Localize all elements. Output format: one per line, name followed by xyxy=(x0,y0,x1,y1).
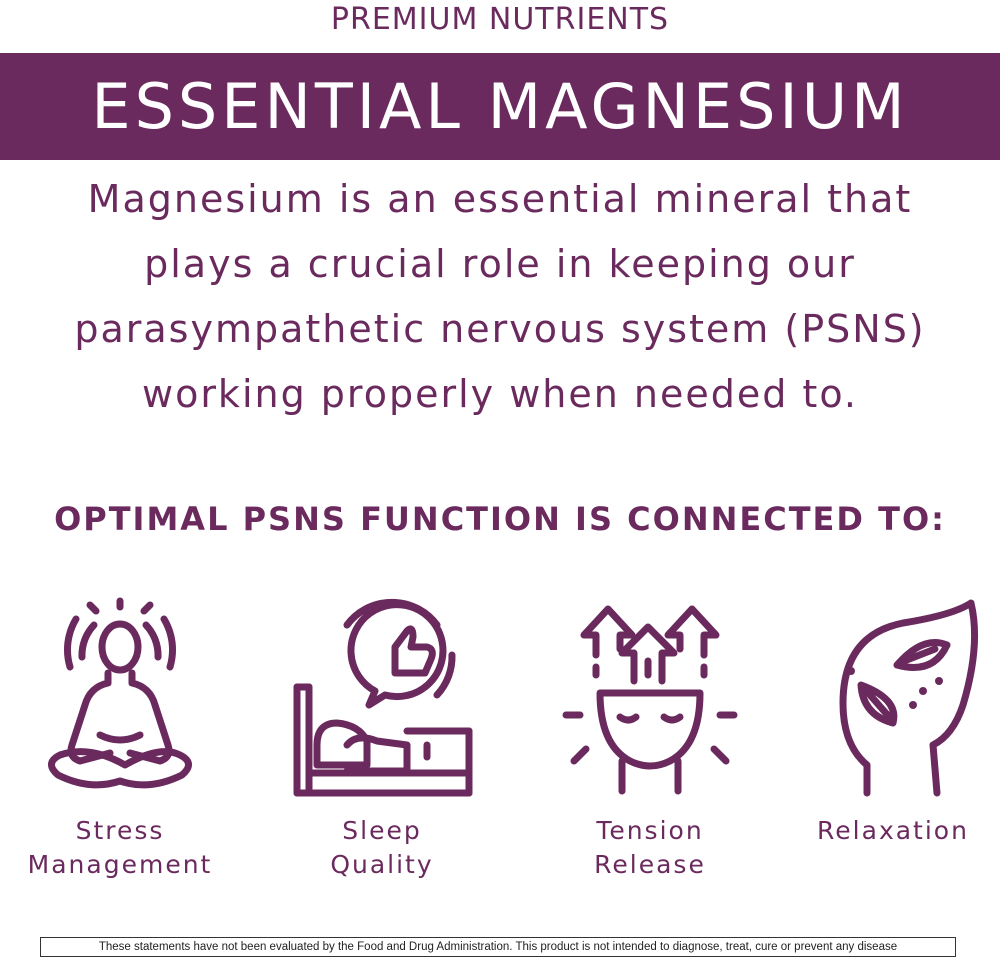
intro-line: parasympathetic nervous system (PSNS) xyxy=(74,307,926,351)
meditation-icon xyxy=(48,597,192,789)
intro-paragraph: Magnesium is an essential mineral that p… xyxy=(30,167,970,427)
benefit-tension-release: Tension Release xyxy=(530,595,770,882)
section-heading: OPTIMAL PSNS FUNCTION IS CONNECTED TO: xyxy=(54,500,946,538)
benefit-label: Relaxation xyxy=(817,816,969,845)
benefit-label: Tension Release xyxy=(594,816,706,879)
title-banner: ESSENTIAL MAGNESIUM xyxy=(0,53,1000,160)
benefit-label: Stress Management xyxy=(27,816,213,879)
brand-name: PREMIUM NUTRIENTS xyxy=(330,2,670,37)
intro-line: working properly when needed to. xyxy=(141,372,858,416)
benefit-sleep-quality: Sleep Quality xyxy=(262,595,502,882)
intro-line: Magnesium is an essential mineral that xyxy=(87,177,913,221)
fda-disclaimer: These statements have not been evaluated… xyxy=(40,937,956,957)
intro-line: plays a crucial role in keeping our xyxy=(144,242,856,286)
sleep-bed-icon xyxy=(293,598,473,797)
leaf-head-icon xyxy=(839,599,979,797)
benefit-label: Sleep Quality xyxy=(330,816,434,879)
benefit-stress-management: Stress Management xyxy=(0,595,240,882)
page-title: ESSENTIAL MAGNESIUM xyxy=(91,70,909,143)
head-arrows-icon xyxy=(562,605,738,795)
benefit-relaxation: Relaxation xyxy=(773,595,1000,848)
